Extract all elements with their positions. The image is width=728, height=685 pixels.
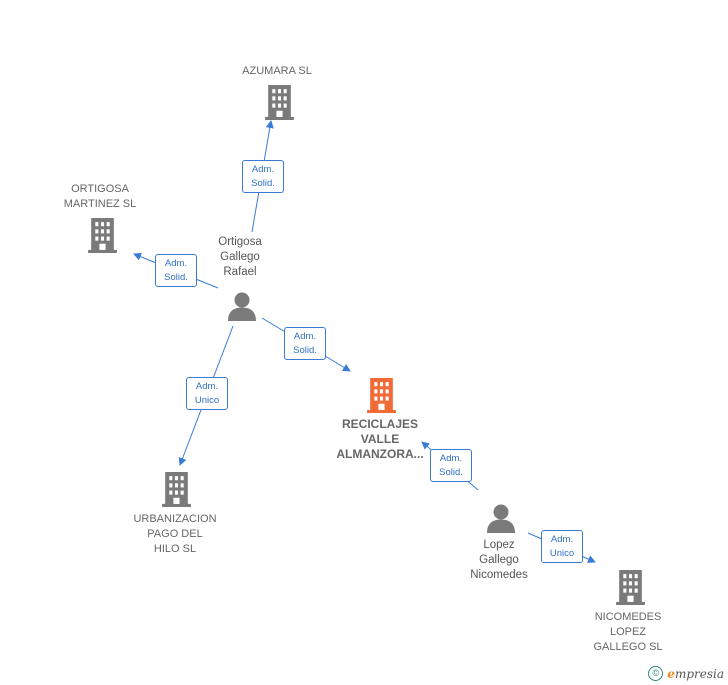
edge-label-rafael-reciclajes: Adm. Solid. <box>284 327 326 360</box>
building-icon[interactable] <box>88 218 117 253</box>
edge-label-rafael-urbanizacion: Adm. Unico <box>186 377 228 410</box>
copyright-icon: © <box>648 666 664 681</box>
person-icon[interactable] <box>228 292 256 322</box>
building-icon[interactable] <box>616 570 645 605</box>
edge-label-nicomedes-reciclajes: Adm. Solid. <box>430 449 472 482</box>
building-icon[interactable] <box>265 85 294 120</box>
empresia-logo: © empresia <box>648 666 724 681</box>
edge-label-rafael-ortigosa-martinez: Adm. Solid. <box>155 254 197 287</box>
edge-label-rafael-azumara: Adm. Solid. <box>242 160 284 193</box>
person-label-ortigosa-rafael[interactable]: Ortigosa Gallego Rafael <box>218 236 262 278</box>
company-label-urbanizacion[interactable]: URBANIZACION PAGO DEL HILO SL <box>133 513 217 555</box>
company-label-azumara[interactable]: AZUMARA SL <box>242 65 312 77</box>
person-label-lopez-nicomedes[interactable]: Lopez Gallego Nicomedes <box>470 539 528 581</box>
company-label-ortigosa-martinez[interactable]: ORTIGOSA MARTINEZ SL <box>63 183 137 210</box>
brand-initial: e <box>667 666 675 681</box>
brand-name: empresia <box>667 667 724 681</box>
company-label-reciclajes[interactable]: RECICLAJES VALLE ALMANZORA... <box>336 417 424 461</box>
brand-rest: mpresia <box>674 666 724 681</box>
edge-label-nicomedes-nicomedes-sl: Adm. Unico <box>541 530 583 563</box>
building-icon[interactable] <box>367 378 396 413</box>
company-label-nicomedes-lopez[interactable]: NICOMEDES LOPEZ GALLEGO SL <box>593 611 663 653</box>
person-icon[interactable] <box>487 504 515 534</box>
building-icon[interactable] <box>162 472 191 507</box>
